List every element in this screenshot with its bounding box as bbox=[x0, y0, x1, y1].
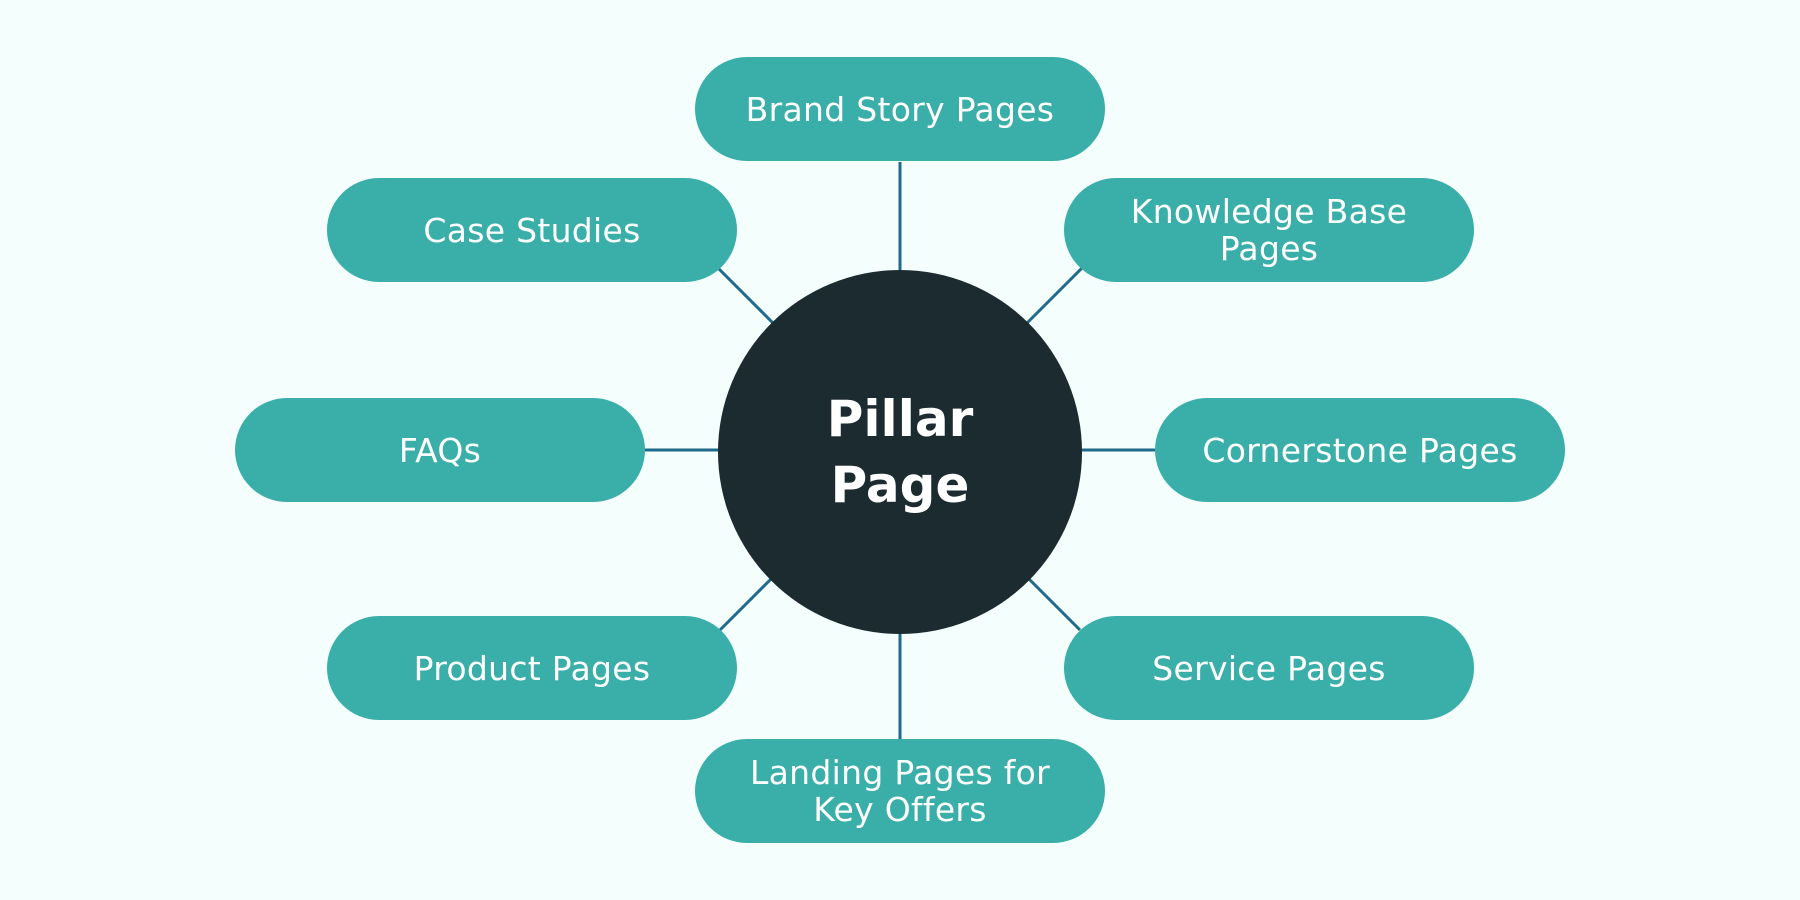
node-case-studies: Case Studies bbox=[327, 178, 737, 282]
connector-knowledge-base bbox=[1025, 266, 1084, 325]
node-product-pages: Product Pages bbox=[327, 616, 737, 720]
node-label: Case Studies bbox=[423, 210, 641, 250]
node-label: Brand Story Pages bbox=[745, 89, 1055, 129]
connector-product bbox=[718, 577, 773, 632]
node-label: Product Pages bbox=[413, 648, 651, 688]
node-label: FAQs bbox=[398, 430, 482, 470]
node-label: Cornerstone Pages bbox=[1202, 430, 1518, 470]
node-label: Service Pages bbox=[1152, 648, 1386, 688]
node-label: Landing Pages for Key Offers bbox=[749, 753, 1051, 829]
node-service-pages: Service Pages bbox=[1064, 616, 1474, 720]
hub-label-line1: Pillar bbox=[826, 390, 974, 448]
hub-label-line2: Page bbox=[830, 456, 970, 514]
node-label: Knowledge Base Pages bbox=[1130, 192, 1408, 268]
node-brand-story-pages: Brand Story Pages bbox=[695, 57, 1105, 161]
connector-service bbox=[1027, 577, 1082, 632]
connector-case-studies bbox=[716, 266, 775, 325]
node-cornerstone-pages: Cornerstone Pages bbox=[1155, 398, 1565, 502]
pillar-page-hub: Pillar Page bbox=[718, 270, 1082, 634]
node-landing-pages: Landing Pages for Key Offers bbox=[695, 739, 1105, 843]
node-faqs: FAQs bbox=[235, 398, 645, 502]
node-knowledge-base-pages: Knowledge Base Pages bbox=[1064, 178, 1474, 282]
